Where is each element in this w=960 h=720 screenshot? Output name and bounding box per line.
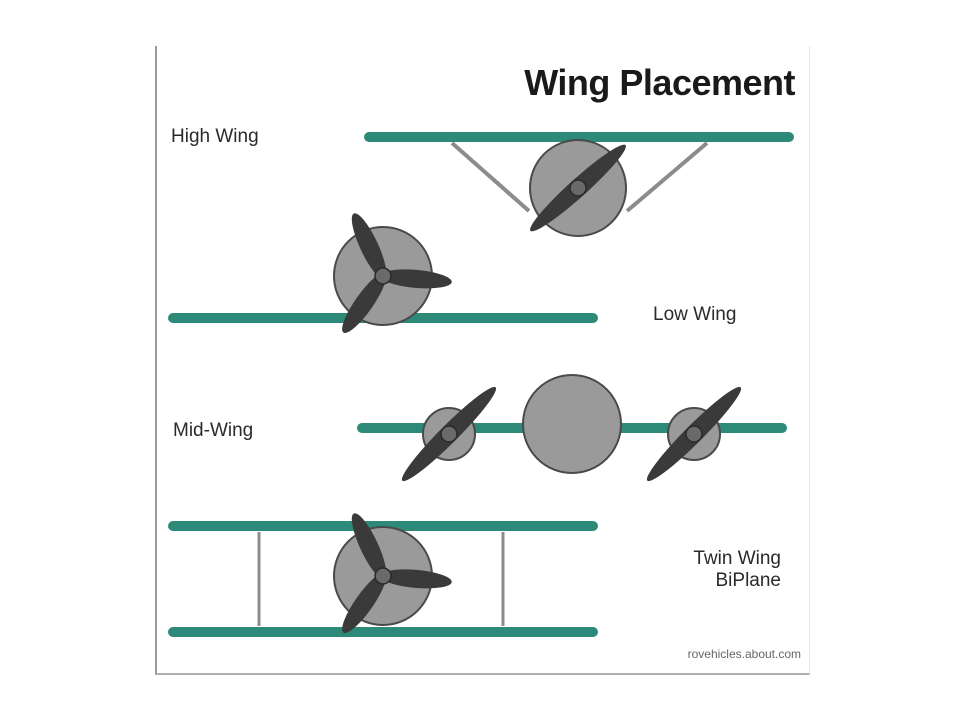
propeller-blade bbox=[342, 273, 386, 333]
high-wing-figure bbox=[364, 132, 794, 237]
label-twin-wing-biplane: Twin Wing BiPlane bbox=[693, 548, 781, 592]
label-mid-wing: Mid-Wing bbox=[173, 420, 254, 441]
label-biplane: BiPlane bbox=[715, 570, 782, 591]
source-credit: rovehicles.about.com bbox=[687, 647, 801, 661]
label-high-wing: High Wing bbox=[171, 126, 259, 147]
biplane-figure bbox=[168, 513, 598, 637]
propeller-blade bbox=[380, 269, 452, 289]
biplane-propeller bbox=[342, 513, 452, 633]
propeller-blade bbox=[351, 513, 387, 579]
propeller-hub bbox=[569, 179, 587, 197]
propeller-hub bbox=[440, 425, 458, 443]
low-wing-figure bbox=[168, 213, 598, 333]
high-wing-strut-right bbox=[625, 141, 709, 213]
mid-wing-propeller-left bbox=[401, 386, 497, 482]
label-low-wing: Low Wing bbox=[653, 304, 737, 325]
propeller-blade bbox=[380, 569, 452, 589]
mid-wing-figure bbox=[357, 374, 787, 482]
low-wing-propeller bbox=[342, 213, 452, 333]
propeller-hub bbox=[685, 425, 703, 443]
diagram-panel: Wing Placement High Wing Low Wing Mid-Wi… bbox=[155, 46, 810, 675]
propeller-hub bbox=[374, 267, 392, 285]
propeller-hub bbox=[374, 567, 392, 585]
high-wing-strut-left bbox=[450, 141, 531, 213]
high-wing-propeller bbox=[530, 144, 626, 232]
mid-wing-fuselage bbox=[522, 374, 622, 474]
wing-placement-diagram bbox=[168, 132, 794, 637]
propeller-blade bbox=[351, 213, 387, 279]
label-twin-wing: Twin Wing bbox=[693, 548, 781, 569]
diagram-title: Wing Placement bbox=[524, 62, 795, 103]
propeller-blade bbox=[342, 573, 386, 633]
mid-wing-propeller-right bbox=[646, 386, 742, 482]
